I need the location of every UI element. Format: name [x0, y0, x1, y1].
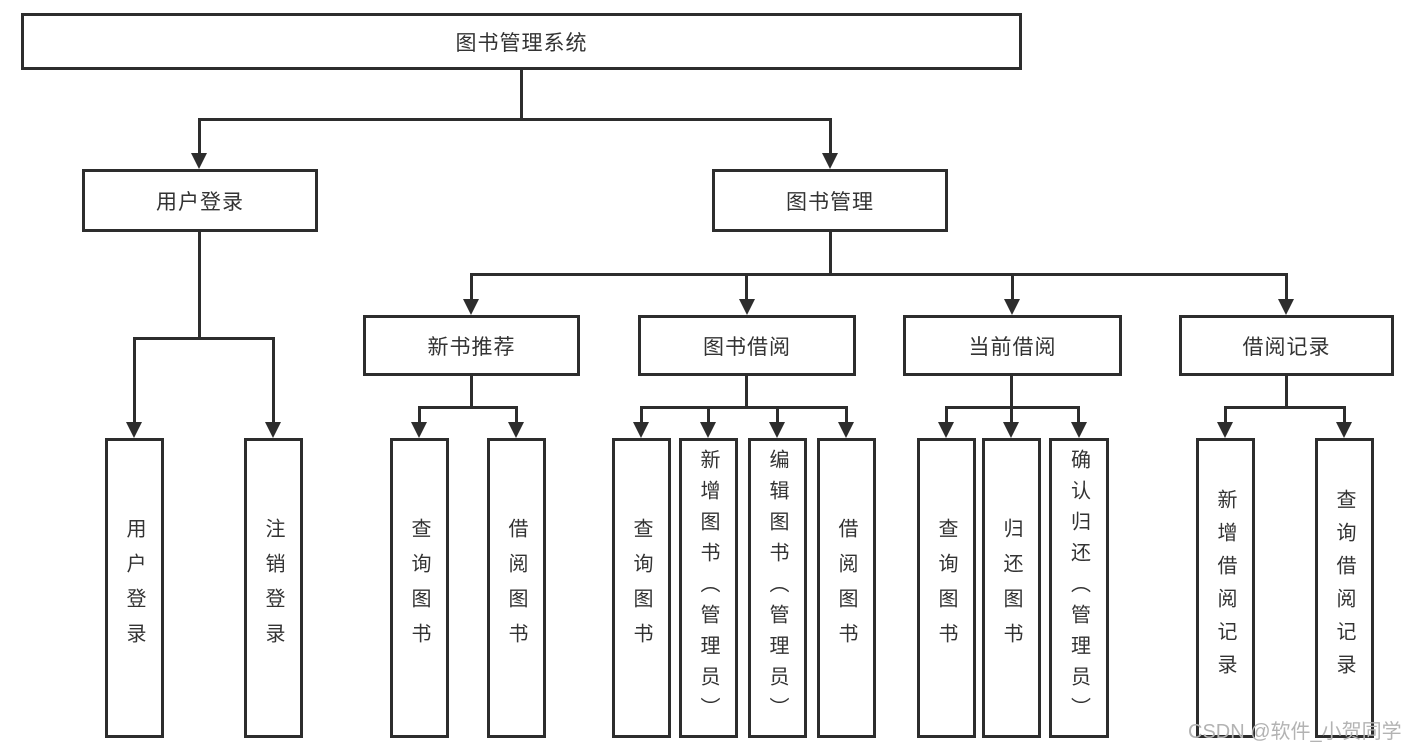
- arrow-down-icon: [838, 422, 854, 438]
- leaf-user-login: 用户登录: [105, 438, 164, 738]
- connector-line: [829, 118, 832, 156]
- leaf-borrow-books-recommend: 借阅图书: [487, 438, 546, 738]
- leaf-query-books-borrowing: 查询图书: [612, 438, 671, 738]
- arrow-down-icon: [700, 422, 716, 438]
- connector-line: [520, 70, 523, 118]
- connector-line: [1010, 406, 1013, 424]
- arrow-down-icon: [739, 299, 755, 315]
- connector-line: [845, 406, 848, 424]
- connector-line: [1285, 376, 1288, 406]
- node-current-borrowing: 当前借阅: [903, 315, 1122, 376]
- node-new-book-recommendation: 新书推荐: [363, 315, 580, 376]
- connector-line: [418, 406, 421, 424]
- arrow-down-icon: [633, 422, 649, 438]
- connector-line: [707, 406, 710, 424]
- connector-line: [272, 337, 275, 423]
- node-book-management: 图书管理: [712, 169, 948, 232]
- connector-line: [945, 406, 948, 424]
- connector-line: [198, 118, 832, 121]
- node-user-login: 用户登录: [82, 169, 318, 232]
- leaf-query-borrow-record: 查询借阅记录: [1315, 438, 1374, 738]
- connector-line: [776, 406, 779, 424]
- connector-line: [1010, 376, 1013, 406]
- node-library-management-system: 图书管理系统: [21, 13, 1022, 70]
- arrow-down-icon: [191, 153, 207, 169]
- connector-line: [470, 376, 473, 406]
- leaf-edit-books-admin: 编辑图书（管理员）: [748, 438, 807, 738]
- connector-line: [1343, 406, 1346, 424]
- arrow-down-icon: [1003, 422, 1019, 438]
- connector-line: [1077, 406, 1080, 424]
- arrow-down-icon: [411, 422, 427, 438]
- arrow-down-icon: [1217, 422, 1233, 438]
- leaf-borrow-books: 借阅图书: [817, 438, 876, 738]
- arrow-down-icon: [1004, 299, 1020, 315]
- connector-line: [1224, 406, 1227, 424]
- connector-line: [829, 232, 832, 273]
- arrow-down-icon: [1071, 422, 1087, 438]
- arrow-down-icon: [463, 299, 479, 315]
- connector-line: [198, 232, 201, 337]
- arrow-down-icon: [769, 422, 785, 438]
- connector-line: [470, 273, 473, 302]
- connector-line: [515, 406, 518, 424]
- connector-line: [745, 273, 748, 302]
- leaf-add-borrow-record: 新增借阅记录: [1196, 438, 1255, 738]
- leaf-confirm-return-admin: 确认归还（管理员）: [1049, 438, 1109, 738]
- leaf-query-books-current: 查询图书: [917, 438, 976, 738]
- connector-line: [640, 406, 848, 409]
- arrow-down-icon: [1336, 422, 1352, 438]
- connector-line: [470, 273, 1288, 276]
- arrow-down-icon: [265, 422, 281, 438]
- csdn-watermark: CSDN @软件_小贺同学: [1188, 721, 1402, 743]
- leaf-add-books-admin: 新增图书（管理员）: [679, 438, 738, 738]
- arrow-down-icon: [508, 422, 524, 438]
- arrow-down-icon: [938, 422, 954, 438]
- connector-line: [198, 118, 201, 156]
- node-borrowing-records: 借阅记录: [1179, 315, 1394, 376]
- connector-line: [133, 337, 275, 340]
- leaf-logout: 注销登录: [244, 438, 303, 738]
- arrow-down-icon: [1278, 299, 1294, 315]
- arrow-down-icon: [822, 153, 838, 169]
- connector-line: [133, 337, 136, 423]
- connector-line: [640, 406, 643, 424]
- connector-line: [418, 406, 518, 409]
- connector-line: [1011, 273, 1014, 302]
- connector-line: [745, 376, 748, 406]
- arrow-down-icon: [126, 422, 142, 438]
- connector-line: [1224, 406, 1346, 409]
- leaf-return-books: 归还图书: [982, 438, 1041, 738]
- leaf-query-books-recommend: 查询图书: [390, 438, 449, 738]
- node-book-borrowing: 图书借阅: [638, 315, 856, 376]
- connector-line: [1285, 273, 1288, 302]
